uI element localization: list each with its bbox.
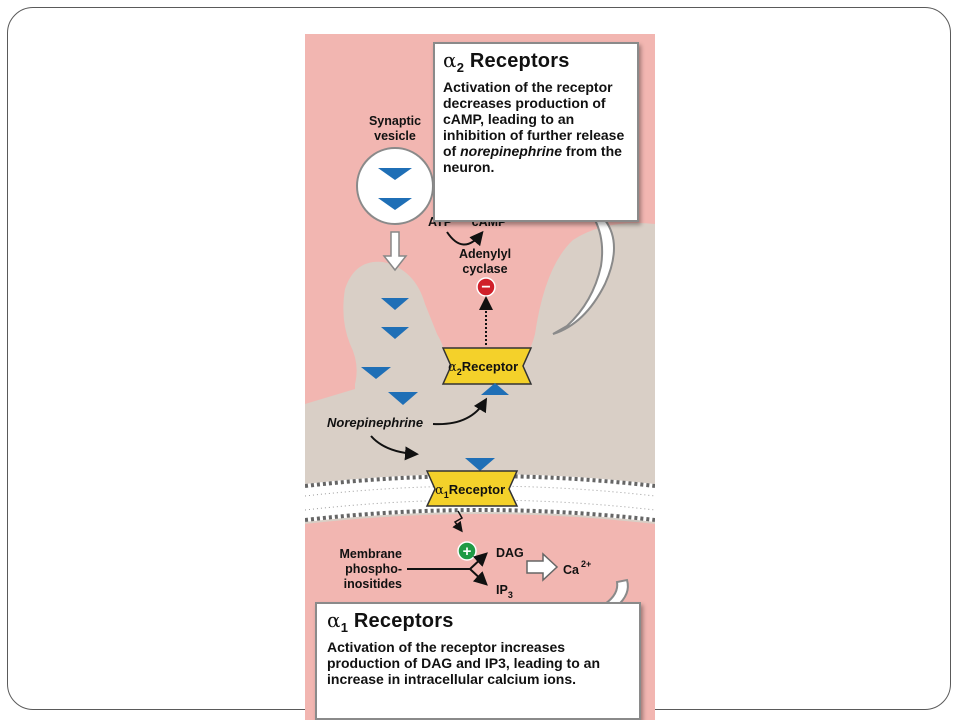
synaptic-vesicle-label: Synaptic <box>369 114 421 128</box>
norepinephrine-molecule <box>381 298 409 310</box>
dag-label: DAG <box>496 546 524 560</box>
synaptic-vesicle <box>356 147 434 225</box>
alpha2-receptor <box>441 347 533 385</box>
binding-arrow-alpha1 <box>370 435 419 461</box>
membrane-phosphoinositides-label: inositides <box>344 577 402 591</box>
alpha2-receptors-callout: α2 Receptors Activation of the receptor … <box>433 42 639 222</box>
norepinephrine-molecule <box>361 367 391 379</box>
membrane-phosphoinositides-label: phospho- <box>345 562 402 576</box>
ip3-branch <box>469 568 488 586</box>
binding-arrow-alpha2 <box>432 397 488 426</box>
norepinephrine-label: Norepinephrine <box>327 415 423 430</box>
minus-sign: − <box>481 279 490 296</box>
alpha2-callout-title: α2 Receptors <box>443 48 570 75</box>
alpha1-callout-pointer <box>602 578 629 608</box>
bound-norepinephrine <box>465 458 495 471</box>
norepinephrine-molecule <box>378 168 412 180</box>
alpha1-receptor <box>425 470 519 507</box>
conversion-arrow <box>446 230 484 247</box>
ip3-label: IP3 <box>496 583 513 600</box>
alpha1-callout-title: α1 Receptors <box>327 608 454 635</box>
norepinephrine-molecule <box>388 392 418 405</box>
alpha1-callout-text: Activation of the receptor increases pro… <box>327 639 600 687</box>
activation-icon <box>457 541 477 561</box>
bound-norepinephrine <box>481 383 509 395</box>
plus-sign: + <box>463 543 472 560</box>
dag-branch <box>469 552 488 570</box>
release-arrow <box>382 231 408 272</box>
adenylyl-cyclase-label: cyclase <box>462 262 507 276</box>
alpha2-callout-text: Activation of the receptor decreases pro… <box>443 79 625 175</box>
alpha1-receptors-callout: α1 Receptors Activation of the receptor … <box>315 602 641 720</box>
alpha2-callout-pointer <box>552 219 615 335</box>
calcium-release-arrow <box>526 552 559 582</box>
alpha1-receptor-label: α1Receptor <box>435 482 505 500</box>
alpha2-receptor-label: α2Receptor <box>448 359 518 377</box>
adenylyl-cyclase-label: Adenylyl <box>459 247 511 261</box>
synaptic-vesicle-label: vesicle <box>374 129 416 143</box>
norepinephrine-molecule <box>378 198 412 210</box>
norepinephrine-molecule <box>381 327 409 339</box>
membrane-phosphoinositides-label: Membrane <box>339 547 402 561</box>
signal-arrow <box>452 510 464 533</box>
adrenergic-receptor-figure: Synaptic vesicle ATP cAMP Adenylyl cycla… <box>305 34 655 720</box>
